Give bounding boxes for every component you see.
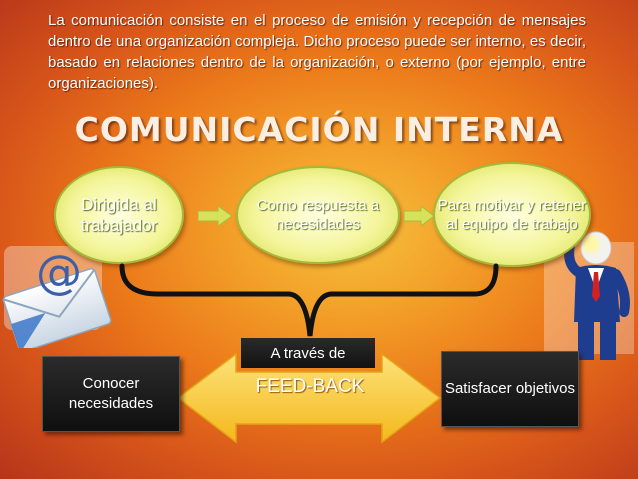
oval-label: Dirigida al trabajador — [80, 195, 158, 235]
brace-connector-icon — [119, 263, 499, 337]
box-conocer-necesidades: Conocer necesidades — [42, 356, 180, 432]
double-arrow-icon — [176, 352, 442, 444]
small-arrow-icon — [198, 206, 232, 226]
feedback-label: FEED-BACK — [255, 376, 365, 397]
oval-label: Como respuesta a necesidades — [256, 197, 380, 233]
oval-respuesta-necesidades: Como respuesta a necesidades — [236, 166, 400, 264]
through-label-text: A través de — [270, 344, 346, 362]
oval-dirigida-trabajador: Dirigida al trabajador — [54, 166, 184, 264]
box-label: Conocer necesidades — [68, 375, 154, 412]
box-satisfacer-objetivos: Satisfacer objetivos — [441, 351, 579, 427]
oval-motivar-retener: Para motivar y retener al equipo de trab… — [433, 162, 591, 267]
box-label: Satisfacer objetivos — [444, 380, 576, 397]
small-arrow-icon — [404, 206, 434, 226]
email-at-symbol: @ — [36, 245, 82, 299]
intro-paragraph: La comunicación consiste en el proceso d… — [48, 12, 586, 92]
slide-title: COMUNICACIÓN INTERNA — [74, 110, 564, 149]
through-label: A través de — [241, 338, 375, 368]
oval-label: Para motivar y retener al equipo de trab… — [437, 196, 587, 233]
email-envelope-icon: @ — [2, 245, 112, 348]
light-bulb-icon — [584, 236, 598, 252]
